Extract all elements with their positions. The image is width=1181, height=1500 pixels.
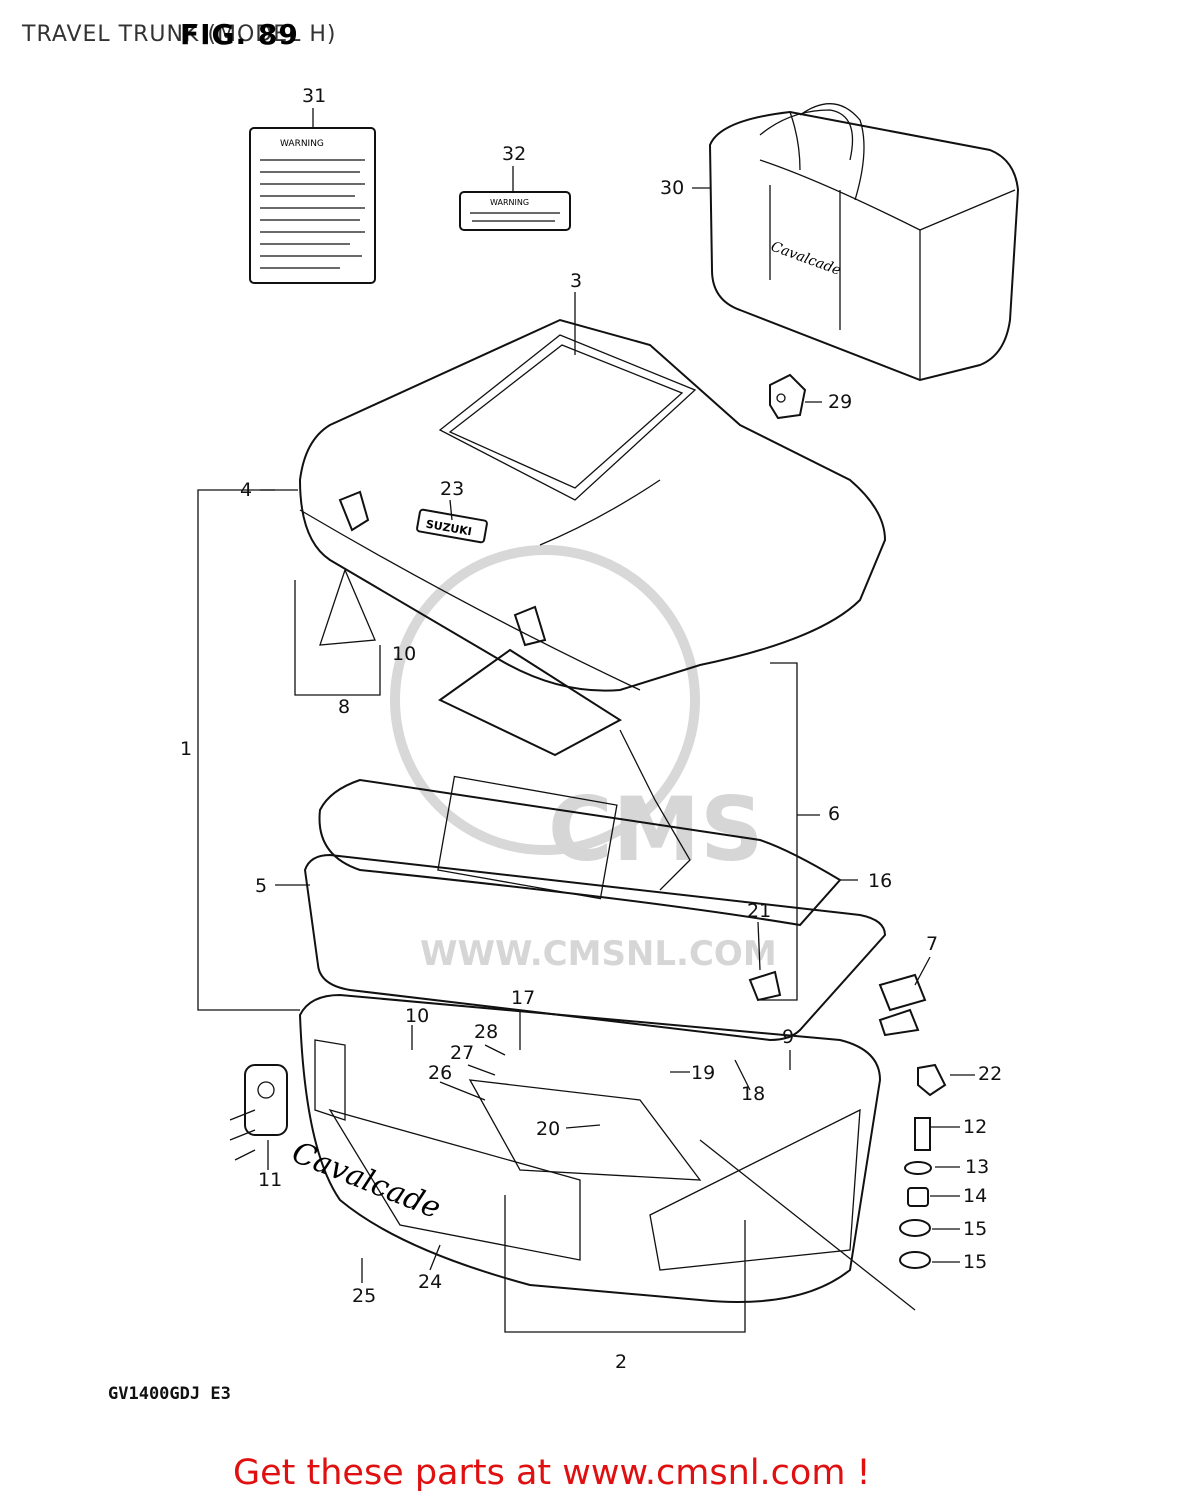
callout-20: 20: [536, 1118, 560, 1140]
warning-label-large: WARNING: [249, 127, 376, 284]
callout-28: 28: [474, 1021, 498, 1043]
callout-17: 17: [511, 987, 535, 1009]
trunk-lock: [229, 1064, 288, 1161]
warning-label-large-text: WARNING: [280, 139, 324, 149]
callout-4: 4: [240, 479, 252, 501]
callout-9: 9: [782, 1026, 794, 1048]
callout-22: 22: [978, 1063, 1002, 1085]
bracket-lines: [197, 489, 916, 1333]
callout-15-b: 15: [963, 1251, 987, 1273]
watermark: CMS WWW.CMSNL.COM: [390, 545, 777, 974]
callout-32: 32: [502, 143, 526, 165]
warning-label-small: WARNING: [459, 191, 571, 231]
callout-15-a: 15: [963, 1218, 987, 1240]
trunk-body-script: Cavalcade: [287, 1135, 446, 1226]
parts-cta-link[interactable]: Get these parts at www.cmsnl.com !: [233, 1453, 871, 1493]
figure-number: FIG. 89: [180, 18, 299, 51]
callout-3: 3: [570, 270, 582, 292]
trunk-lid: SUZUKI: [298, 318, 887, 692]
callout-24: 24: [418, 1271, 442, 1293]
callout-7: 7: [926, 933, 938, 955]
callout-13: 13: [965, 1156, 989, 1178]
callout-25: 25: [352, 1285, 376, 1307]
callout-11: 11: [258, 1169, 282, 1191]
callout-27: 27: [450, 1042, 474, 1064]
callout-10-lid: 10: [392, 643, 416, 665]
callout-30: 30: [660, 177, 684, 199]
travel-bag: Cavalcade: [708, 102, 1020, 382]
callout-2: 2: [615, 1351, 627, 1373]
callout-12: 12: [963, 1116, 987, 1138]
callout-10-body: 10: [405, 1005, 429, 1027]
bag-script-logo: Cavalcade: [769, 239, 843, 279]
callout-1: 1: [180, 738, 192, 760]
callout-23: 23: [440, 478, 464, 500]
model-code: GV1400GDJ E3: [108, 1384, 231, 1404]
inner-lid-panel: [318, 648, 842, 927]
callout-29: 29: [828, 391, 852, 413]
hinge-hardware: [748, 970, 947, 1269]
callout-8: 8: [338, 696, 350, 718]
warning-label-small-text: WARNING: [490, 198, 529, 207]
watermark-logo: CMS: [548, 778, 764, 881]
callout-numbers: 1 2 3 4 5 6 7 8 9 10 10 11 12 13 14 15 1…: [180, 85, 1002, 1373]
lid-seal: [303, 853, 887, 1042]
callout-18: 18: [741, 1083, 765, 1105]
callout-19: 19: [691, 1062, 715, 1084]
callout-26: 26: [428, 1062, 452, 1084]
diagram-header-title: TRAVEL TRUNK (MODEL H): [22, 22, 337, 47]
callout-31: 31: [302, 85, 326, 107]
callout-21: 21: [747, 900, 771, 922]
callout-14: 14: [963, 1185, 987, 1207]
bumper-block: [769, 373, 807, 420]
watermark-site: WWW.CMSNL.COM: [420, 934, 777, 974]
callout-5: 5: [255, 875, 267, 897]
callout-6: 6: [828, 803, 840, 825]
callout-16: 16: [868, 870, 892, 892]
trunk-lid-badge: SUZUKI: [425, 518, 473, 539]
leader-lines: [260, 108, 975, 1283]
